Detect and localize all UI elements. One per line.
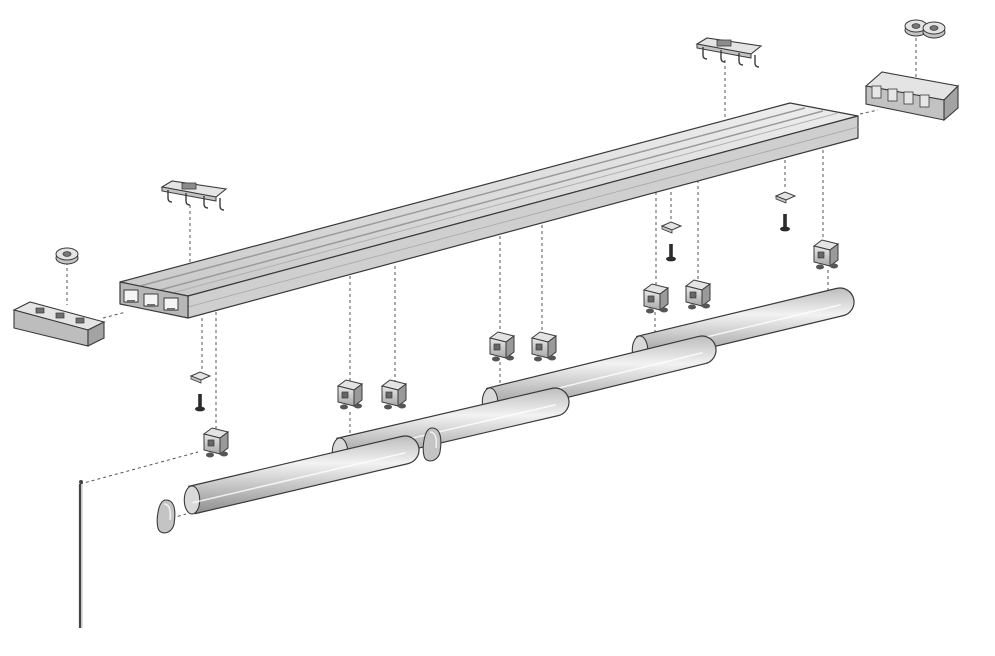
end-cap-left	[12, 301, 106, 347]
leader-line	[859, 109, 879, 115]
weight-bar-end-cap	[422, 427, 442, 462]
glide-carrier	[380, 379, 408, 410]
wall-bracket	[160, 180, 228, 211]
end-cap-right	[864, 71, 960, 122]
fasteners	[189, 191, 797, 412]
end-caps	[12, 19, 960, 347]
weight-bar	[156, 287, 855, 534]
pull-cord	[78, 480, 83, 628]
glide-carrier	[336, 379, 364, 410]
square-nut	[189, 371, 212, 384]
square-nut	[660, 221, 683, 234]
fixing-screw	[195, 394, 205, 412]
track-rail	[119, 102, 859, 319]
glide-carrier	[684, 279, 712, 310]
glide-carrier	[488, 331, 516, 362]
weight-bar-segment	[183, 435, 420, 515]
pulley-wheel	[904, 19, 928, 37]
pulley-wheel	[922, 21, 946, 39]
leader-line	[79, 451, 199, 485]
wall-brackets	[160, 37, 763, 211]
wall-bracket	[695, 37, 763, 68]
leader-line	[102, 311, 127, 319]
glide-carrier	[202, 427, 230, 458]
square-nut	[774, 191, 797, 204]
glide-carriers	[202, 239, 840, 458]
fixing-screw	[780, 214, 790, 232]
weight-bar-end-cap	[156, 499, 176, 534]
glide-carrier	[812, 239, 840, 270]
glide-carrier	[530, 331, 558, 362]
assembly-leader-lines	[66, 38, 917, 519]
fixing-screw	[666, 244, 676, 262]
pulley-wheel	[55, 247, 79, 265]
glide-carrier	[642, 283, 670, 314]
